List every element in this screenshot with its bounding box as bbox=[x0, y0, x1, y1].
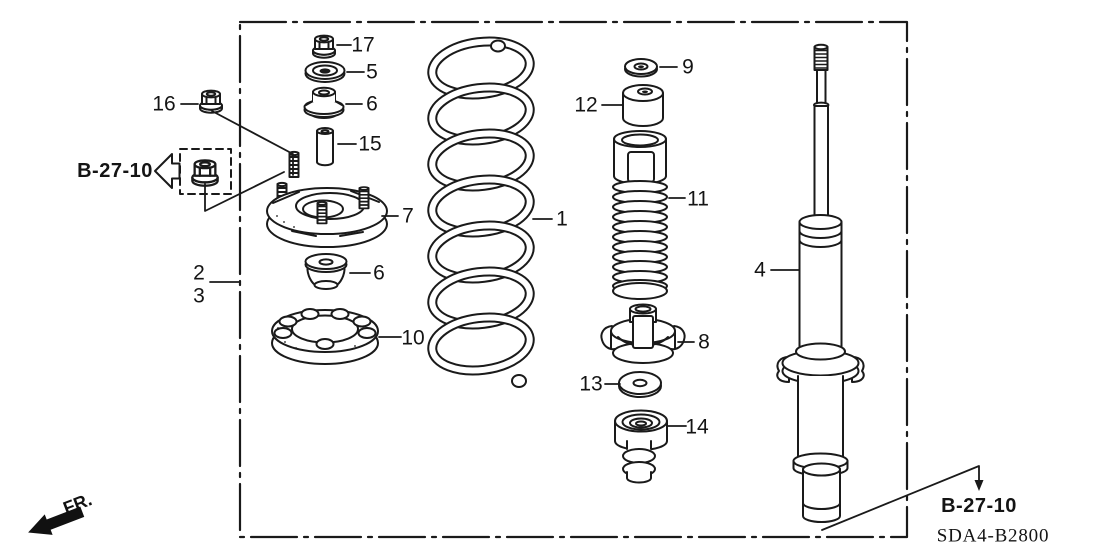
fr-direction-arrow-icon bbox=[28, 506, 85, 535]
diagram-frame-border bbox=[238, 20, 909, 539]
part-5-mount-washer bbox=[304, 61, 346, 83]
part-label-13: 13 bbox=[579, 372, 603, 396]
part-label-11: 11 bbox=[687, 187, 709, 211]
part-11-dust-cover-boot bbox=[612, 130, 668, 300]
part-4-shock-absorber bbox=[776, 43, 865, 523]
part-label-5: 5 bbox=[366, 60, 378, 84]
part-13-washer bbox=[618, 371, 662, 398]
part-9-washer bbox=[624, 58, 658, 78]
leader-lines bbox=[180, 44, 800, 427]
part-label-12: 12 bbox=[574, 93, 598, 117]
reference-arrow-left-icon bbox=[154, 153, 181, 189]
part-7-damper-mounting-plate bbox=[266, 150, 388, 248]
part-label-14: 14 bbox=[685, 415, 709, 439]
part-label-7: 7 bbox=[402, 204, 414, 228]
part-17-flange-nut bbox=[312, 34, 336, 59]
part-15-collar bbox=[316, 127, 334, 167]
part-label-2: 2 bbox=[193, 261, 205, 285]
part-label-3: 3 bbox=[193, 284, 205, 308]
part-label-15: 15 bbox=[358, 132, 382, 156]
reference-nut bbox=[191, 159, 219, 187]
part-label-10: 10 bbox=[401, 326, 425, 350]
part-14-bump-stop-plate bbox=[614, 409, 668, 484]
part-6-lower-mounting-rubber bbox=[304, 253, 348, 290]
part-label-6-lower: 6 bbox=[373, 261, 385, 285]
reference-label-bottom-right: B-27-10 bbox=[941, 495, 1017, 517]
reference-label-left: B-27-10 bbox=[77, 160, 153, 182]
part-label-8: 8 bbox=[698, 330, 710, 354]
drawing-code: SDA4-B2800 bbox=[936, 525, 1050, 547]
part-label-4: 4 bbox=[754, 258, 766, 282]
down-arrow-icon bbox=[974, 480, 984, 491]
part-16-flange-nut bbox=[199, 89, 223, 114]
reference-leader-bottom-right bbox=[821, 465, 984, 531]
part-10-spring-mounting-rubber bbox=[271, 308, 379, 365]
part-12-bump-stop-rubber bbox=[622, 84, 664, 127]
part-1-coil-spring bbox=[427, 36, 535, 388]
part-label-16: 16 bbox=[152, 92, 176, 116]
part-6-upper-mounting-rubber bbox=[303, 86, 345, 119]
part-8-spring-seat-rubber bbox=[600, 303, 686, 364]
part-label-17: 17 bbox=[351, 33, 375, 57]
part-label-9: 9 bbox=[682, 55, 694, 79]
part-label-6-upper: 6 bbox=[366, 92, 378, 116]
part-label-1: 1 bbox=[556, 207, 568, 231]
